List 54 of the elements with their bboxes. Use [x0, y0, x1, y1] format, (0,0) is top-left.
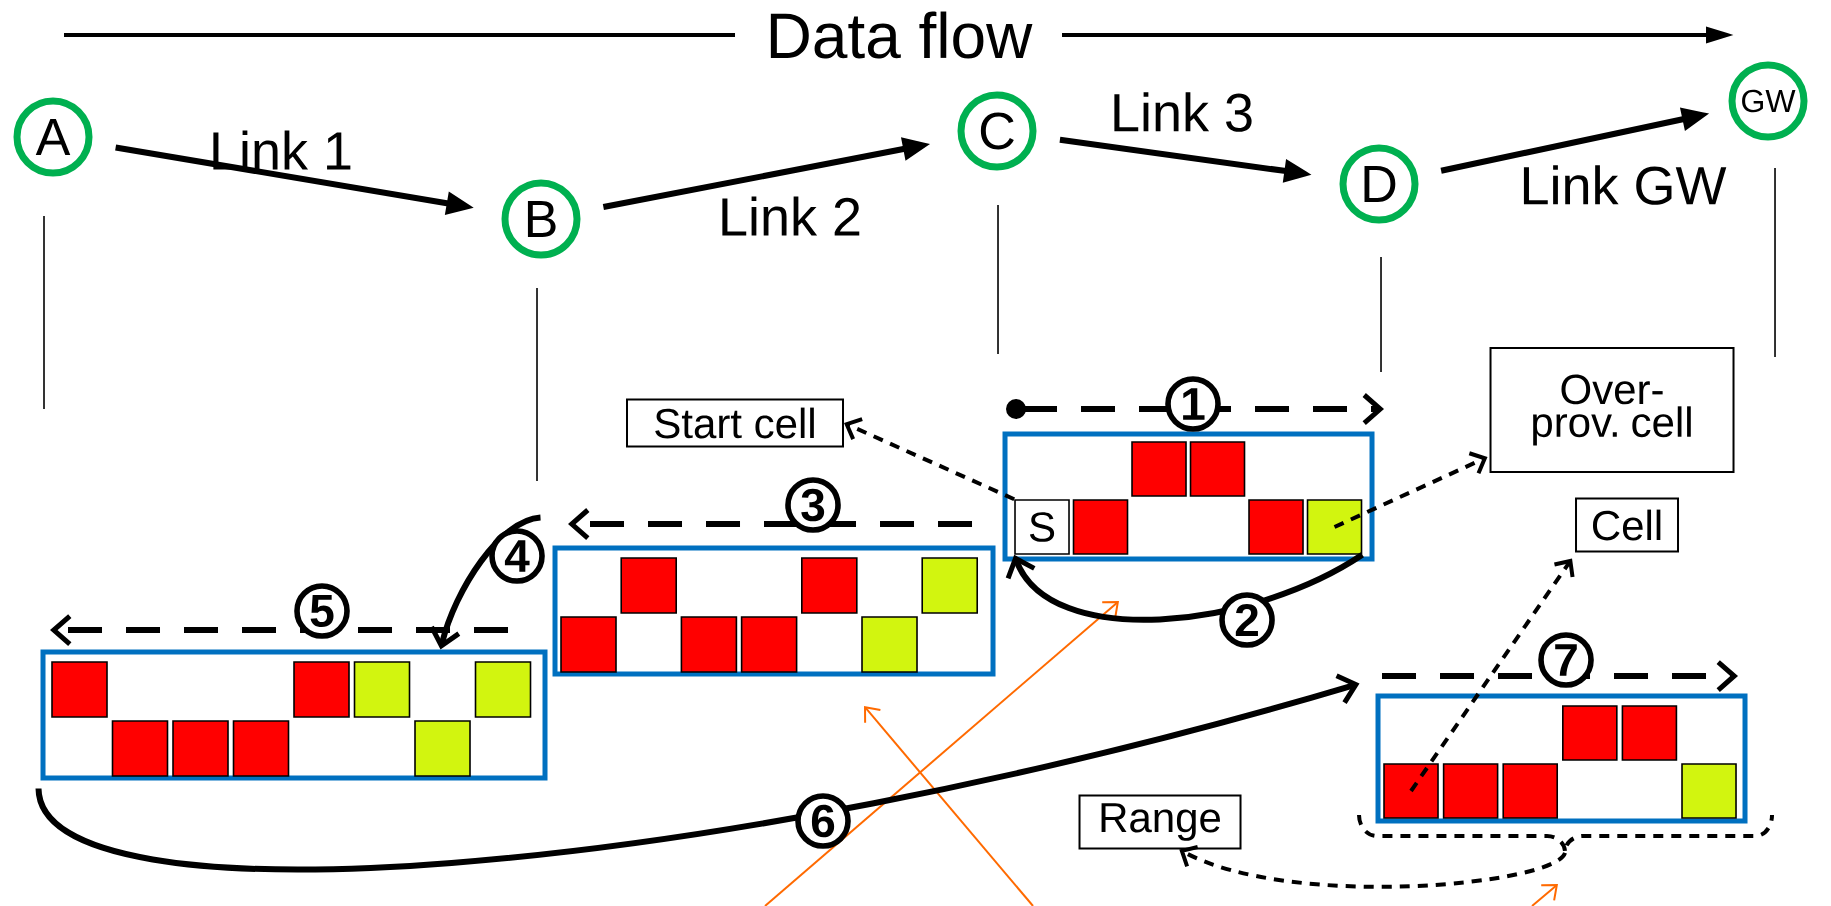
- cell-square: [921, 557, 978, 614]
- arrow: [1179, 845, 1567, 889]
- cell-square: [172, 720, 229, 777]
- cell-square: [560, 616, 617, 673]
- cell-square: [1442, 763, 1499, 819]
- cell-square: [1502, 763, 1558, 819]
- arrow: [1005, 552, 1364, 623]
- cell-square: [740, 616, 798, 673]
- brace: [1357, 814, 1774, 854]
- cell-square: [620, 557, 677, 614]
- cell-square: [474, 661, 532, 718]
- cell-square: [1562, 705, 1618, 761]
- callout-number: 5: [294, 583, 350, 639]
- cell-square: [1189, 441, 1246, 497]
- callout-number: 7: [1538, 632, 1594, 688]
- arrow: [1409, 558, 1575, 793]
- edge-label: Link 2: [722, 196, 860, 236]
- label-box: Range: [1078, 794, 1242, 850]
- title: Data flow: [761, 7, 1037, 63]
- cell-square: [1383, 763, 1439, 819]
- callout-number: 1: [1165, 376, 1221, 432]
- cell-square: [1681, 763, 1737, 819]
- cell-square: [680, 616, 738, 673]
- arrow: [844, 417, 1016, 502]
- cell-square: [353, 661, 411, 718]
- arrow: [1333, 451, 1488, 529]
- callout-number: 3: [785, 477, 841, 533]
- callout-number: 6: [795, 793, 851, 849]
- cell-square: [1072, 499, 1129, 555]
- cell-block: [1375, 693, 1748, 824]
- cell-square: [293, 661, 350, 718]
- arrow: [429, 514, 542, 650]
- cell-square: [1248, 499, 1304, 555]
- callout-number: 4: [489, 528, 545, 584]
- edge-label: Link GW: [1523, 165, 1727, 205]
- cell-square: [1131, 441, 1187, 497]
- cell-square: [111, 720, 169, 777]
- label-box: Over-prov. cell: [1489, 347, 1735, 473]
- cell-block: [1002, 431, 1375, 562]
- cell-block: [40, 649, 548, 781]
- cell-square: [801, 557, 858, 614]
- cell-square: [861, 616, 918, 673]
- cell-square: [1306, 499, 1363, 555]
- arrow: [35, 673, 1360, 872]
- cell-block: [552, 545, 996, 677]
- cell-square: [1621, 705, 1678, 761]
- callout-number: 2: [1219, 592, 1275, 648]
- start-cell: S: [1014, 499, 1070, 555]
- cell-square: [232, 720, 290, 777]
- edge-label: Link 3: [1114, 92, 1252, 132]
- cell-square: [51, 661, 108, 718]
- cell-square: [414, 720, 471, 777]
- label-box: Cell: [1575, 497, 1679, 553]
- label-box: Start cell: [626, 398, 844, 448]
